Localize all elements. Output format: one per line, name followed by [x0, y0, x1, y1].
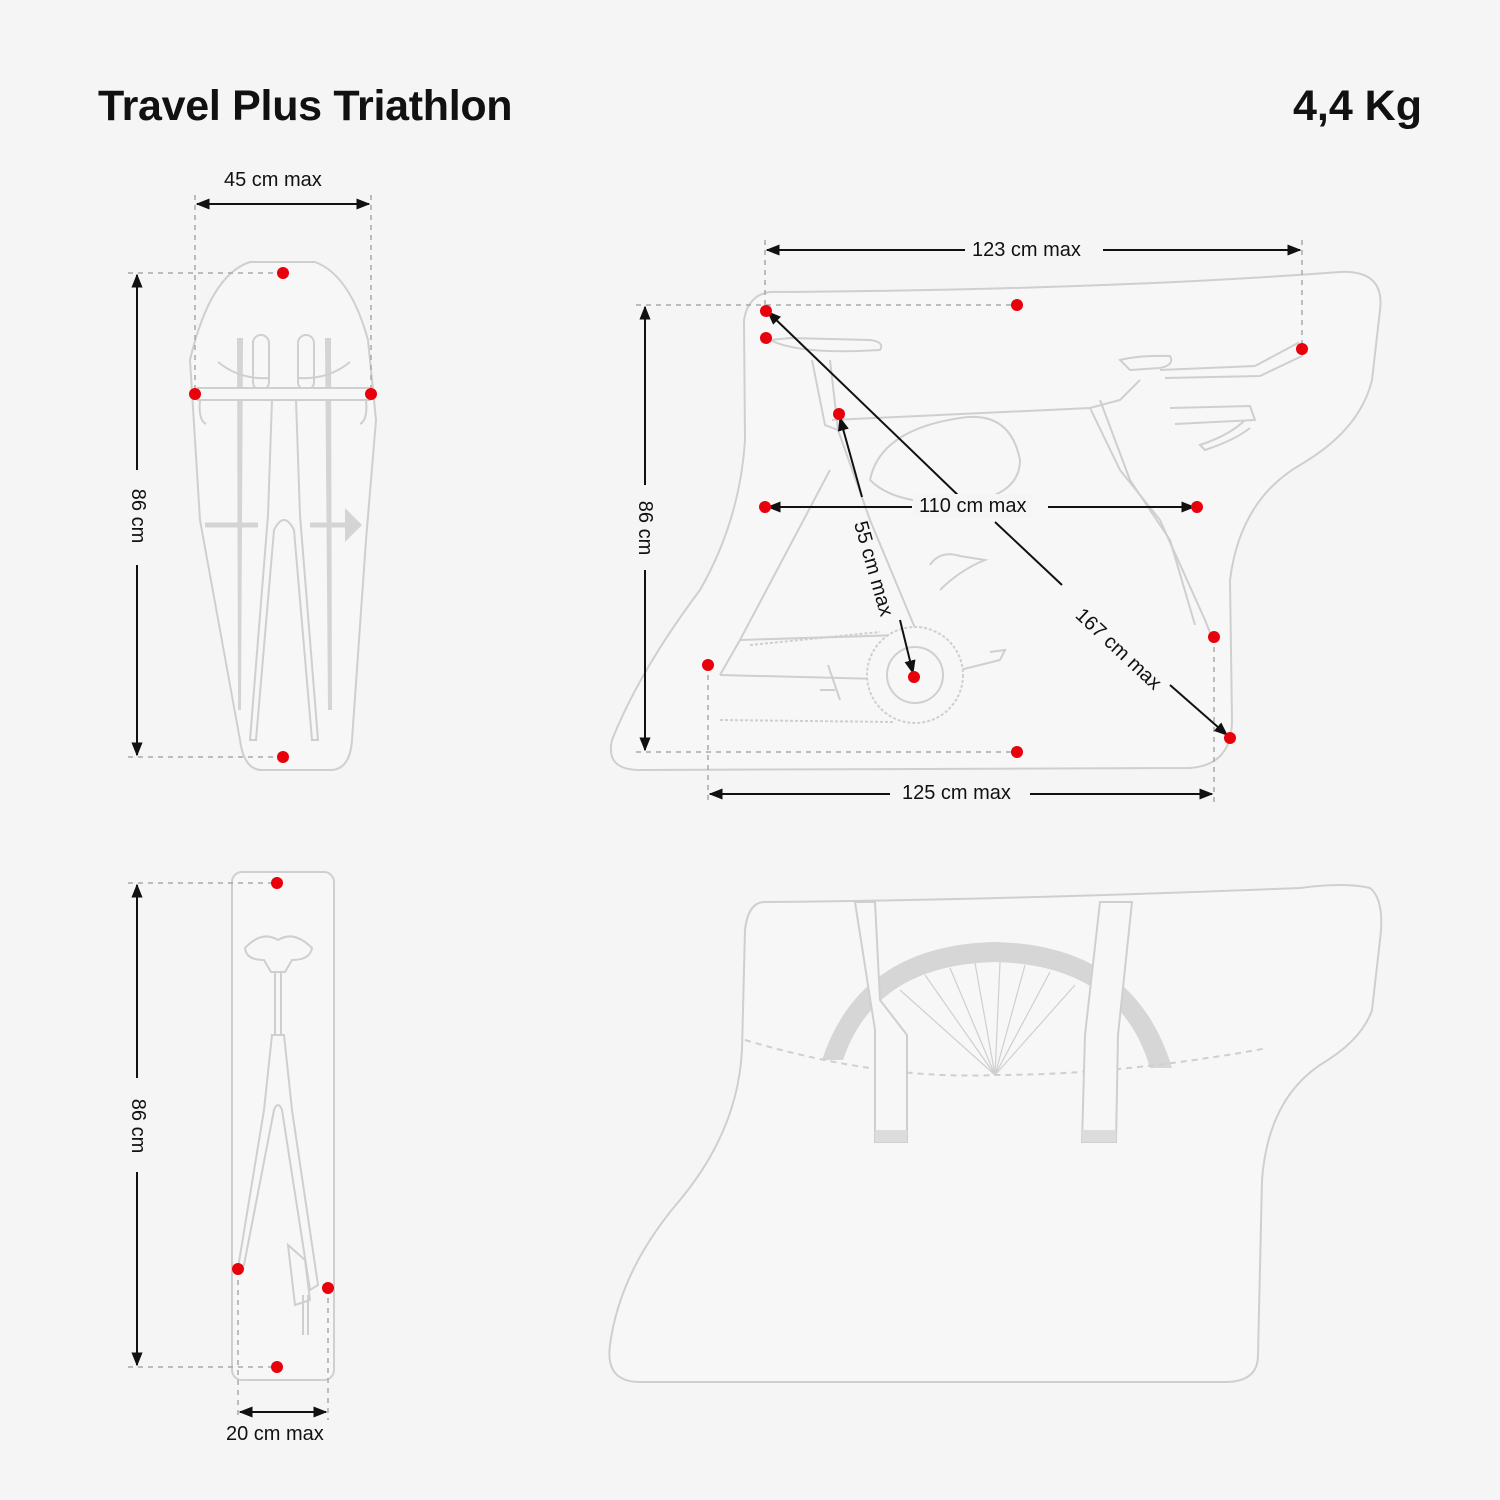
marker-dot	[271, 877, 283, 889]
wheel-spokes	[899, 961, 1076, 1076]
left-strap	[853, 901, 908, 1143]
marker-dot	[1191, 501, 1203, 513]
side-frame-dimension	[837, 416, 863, 498]
side-height-label: 86 cm	[633, 494, 658, 562]
marker-dot	[833, 408, 845, 420]
side-view	[609, 240, 1382, 805]
marker-dot	[271, 1361, 283, 1373]
side-bag-outline	[609, 270, 1382, 772]
marker-dot	[1208, 631, 1220, 643]
top-height-label: 86 cm	[126, 1092, 151, 1160]
top-width-label: 20 cm max	[226, 1423, 324, 1445]
marker-dot	[759, 501, 771, 513]
wheel-rim-icon	[822, 942, 1172, 1068]
closed-bag-view	[608, 884, 1383, 1383]
saddle-sketch	[236, 935, 320, 1335]
side-mid-length-label: 110 cm max	[913, 494, 1033, 518]
side-diagonal-dimension	[766, 311, 964, 501]
marker-dot	[760, 332, 772, 344]
side-top-length-label: 123 cm max	[966, 238, 1087, 262]
marker-dot	[1011, 746, 1023, 758]
marker-dot	[760, 305, 772, 317]
marker-dot	[702, 659, 714, 671]
front-height-label: 86 cm	[126, 482, 151, 550]
product-title: Travel Plus Triathlon	[98, 82, 513, 130]
marker-dot	[365, 388, 377, 400]
marker-dot	[1224, 732, 1236, 744]
direction-arrow-icon	[345, 508, 362, 542]
marker-dot	[189, 388, 201, 400]
marker-dot	[322, 1282, 334, 1294]
marker-dot	[277, 751, 289, 763]
side-bottom-length-label: 125 cm max	[896, 781, 1017, 805]
marker-dot	[232, 1263, 244, 1275]
front-width-label: 45 cm max	[224, 169, 322, 191]
closed-bag-outline	[608, 884, 1383, 1383]
marker-dot	[908, 671, 920, 683]
product-weight: 4,4 Kg	[1292, 82, 1422, 130]
front-view	[128, 195, 378, 771]
marker-dot	[1296, 343, 1308, 355]
top-bag-outline	[231, 871, 335, 1381]
top-view	[128, 871, 335, 1420]
marker-dot	[277, 267, 289, 279]
marker-dot	[1011, 299, 1023, 311]
